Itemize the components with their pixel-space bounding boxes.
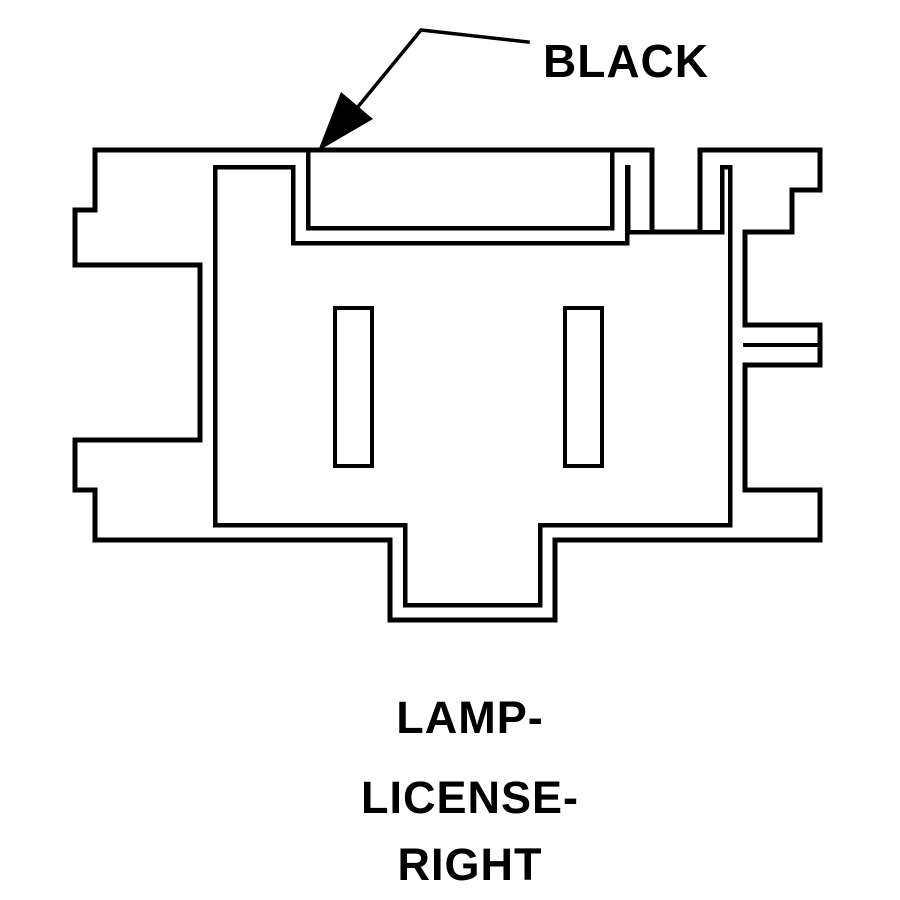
caption-line-2: LICENSE-	[360, 772, 579, 823]
leader-line	[331, 28, 530, 139]
wire-label-black: BLACK	[543, 35, 709, 87]
connector-outer-outline	[72, 147, 823, 623]
connector-inner-cavity	[212, 164, 733, 608]
arrow-head-icon	[318, 92, 373, 151]
pin-slot-right	[563, 306, 604, 468]
pin-slot-left	[333, 306, 374, 468]
wire-channel-inner-wall	[305, 147, 615, 231]
caption-line-3: RIGHT	[397, 839, 543, 890]
caption-line-1: LAMP-	[396, 692, 544, 743]
